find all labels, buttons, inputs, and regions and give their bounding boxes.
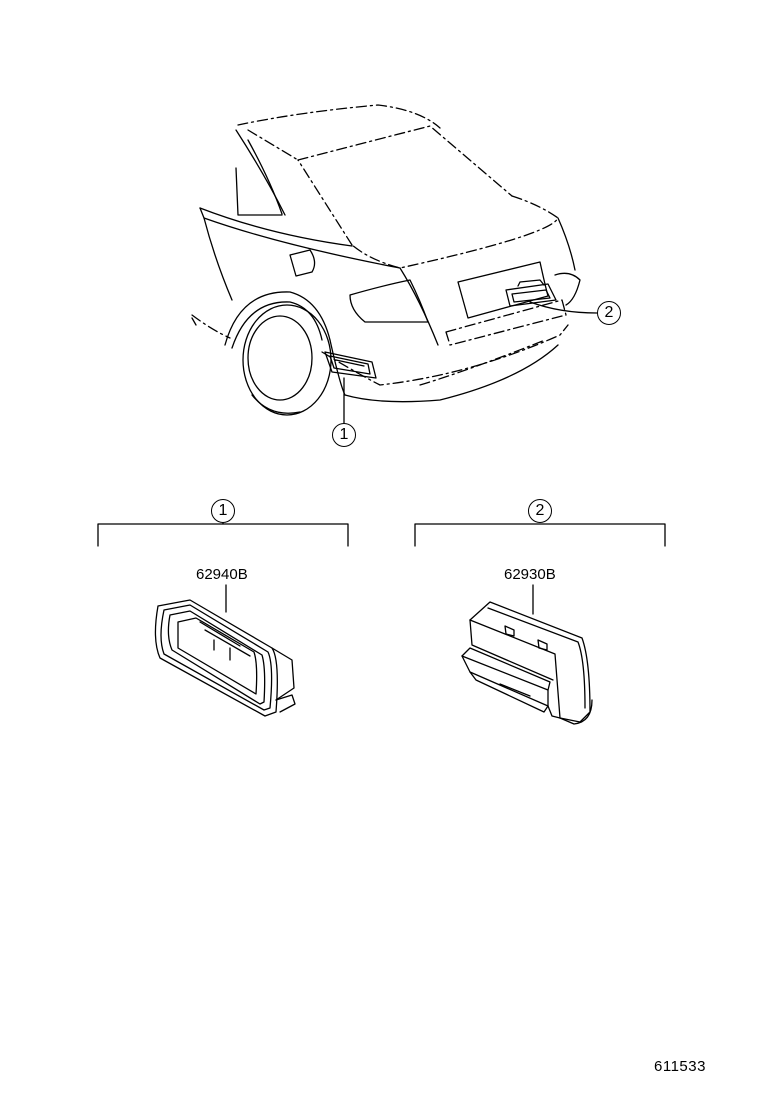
group-bracket-2 <box>414 523 666 547</box>
group-bracket-1 <box>97 521 349 547</box>
reflector-right-illustration <box>461 584 593 725</box>
reflector-left-illustration <box>154 584 296 717</box>
part-number-62930b: 62930B <box>504 566 556 583</box>
callout-1-group: 1 <box>211 499 235 523</box>
part-number-62940b: 62940B <box>196 566 248 583</box>
illustration-id: 611533 <box>654 1058 706 1075</box>
callout-1-car: 1 <box>332 423 356 447</box>
callout-2-group: 2 <box>528 499 552 523</box>
callout-2-car: 2 <box>597 301 621 325</box>
car-rear-view-illustration <box>191 104 598 424</box>
